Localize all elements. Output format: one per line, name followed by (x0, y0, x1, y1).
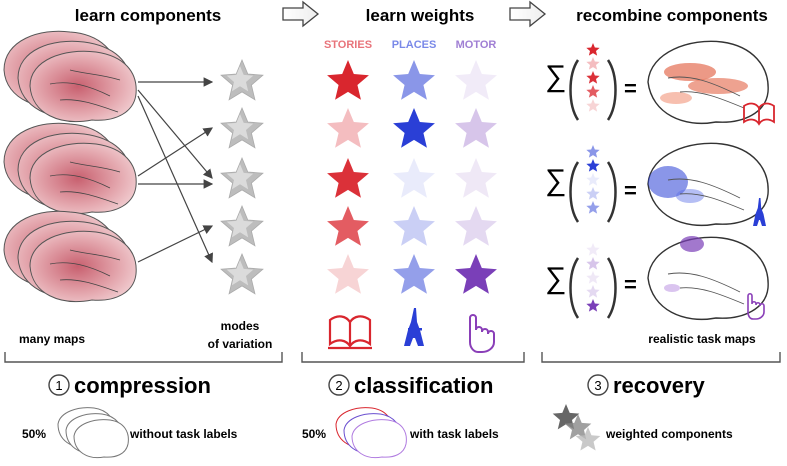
sum-symbol: ∑ (545, 164, 566, 197)
hand-pointer-icon-small (747, 292, 765, 320)
weight-star-stories (327, 254, 369, 294)
mini-weight-star-stories (586, 43, 600, 56)
tower-icon-small (753, 198, 766, 226)
stage-1-title: compression (74, 373, 211, 398)
bracket-left (4, 352, 283, 363)
book-icon (328, 315, 372, 350)
weight-star-stories (327, 206, 369, 246)
weight-star-grid (327, 60, 497, 294)
brain-stack-1 (3, 30, 137, 122)
hand-pointer-icon (469, 314, 495, 353)
weighted-component-star (552, 404, 580, 430)
gray-mode-star-highlight (226, 212, 254, 238)
weight-star-stories (327, 60, 369, 100)
mini-weight-star-stories (586, 99, 600, 112)
recombine-row-motor: ∑ = (545, 236, 769, 320)
sum-symbol: ∑ (545, 262, 566, 295)
stage-3-number: 3 (594, 378, 601, 393)
heading-learn-weights: learn weights (366, 6, 475, 25)
outline-brain-stack-color (335, 407, 407, 459)
tower-icon (404, 308, 424, 346)
equals-sign: = (624, 76, 637, 101)
mini-weight-star-places (586, 145, 600, 158)
component-arrows (137, 77, 214, 264)
modes-of-variation-stars (220, 58, 264, 295)
weight-star-stories (327, 108, 369, 148)
weight-star-places (393, 206, 435, 246)
weight-star-places (393, 158, 435, 198)
category-places: PLACES (392, 39, 437, 51)
mini-weight-star-motor (586, 285, 600, 298)
mini-weight-star-motor (586, 243, 600, 256)
weight-star-places (393, 254, 435, 294)
heading-recombine: recombine components (576, 6, 768, 25)
weight-star-motor (455, 254, 497, 294)
stage-1-circle (48, 374, 70, 396)
stage-arrow-2 (509, 0, 547, 28)
many-maps-label: many maps (19, 332, 85, 346)
recombine-row-stories: ∑ = (545, 40, 775, 126)
bracket-right (541, 352, 781, 363)
sum-symbol: ∑ (545, 60, 566, 93)
stage-2-number: 2 (335, 378, 342, 393)
outline-brain-stack-gray (57, 407, 129, 459)
recombine-weight-stars (586, 43, 600, 312)
gray-mode-star-highlight (226, 114, 254, 140)
category-motor: MOTOR (456, 39, 497, 51)
weight-star-motor (455, 158, 497, 198)
gray-mode-star-highlight (226, 164, 254, 190)
weight-star-motor (455, 60, 497, 100)
weight-star-places (393, 108, 435, 148)
modes-label-line1: modes (221, 319, 260, 333)
mini-weight-star-motor (586, 299, 600, 312)
weight-star-places (393, 60, 435, 100)
mini-weight-star-places (586, 173, 600, 186)
weight-star-motor (455, 206, 497, 246)
mini-weight-star-places (586, 159, 600, 172)
stage-2-circle (328, 374, 350, 396)
stage-2-percent: 50% (302, 427, 326, 441)
equals-sign: = (624, 178, 637, 203)
mini-weight-star-places (586, 187, 600, 200)
heading-learn-components: learn components (75, 6, 221, 25)
stage-2-title: classification (354, 373, 493, 398)
mini-weight-star-places (586, 201, 600, 214)
weighted-component-star (564, 414, 592, 440)
stage-1-note: without task labels (129, 427, 238, 441)
realistic-task-maps-label: realistic task maps (648, 332, 756, 346)
brain-stack-3 (3, 210, 137, 302)
stage-arrow-1 (282, 0, 320, 28)
modes-label-line2: of variation (208, 337, 273, 351)
gray-mode-star-highlight (226, 260, 254, 286)
weighted-component-star (575, 427, 601, 451)
recombine-row-places: ∑ = (545, 142, 769, 226)
bracket-middle (301, 352, 525, 363)
stage-1-percent: 50% (22, 427, 46, 441)
brain-stack-2 (3, 122, 137, 214)
weighted-components-stars (552, 404, 601, 451)
weight-star-stories (327, 158, 369, 198)
category-stories: STORIES (324, 39, 372, 51)
mini-weight-star-motor (586, 257, 600, 270)
mini-weight-star-stories (586, 57, 600, 70)
stage-3-title: recovery (613, 373, 706, 398)
stage-2-note: with task labels (409, 427, 499, 441)
mini-weight-star-stories (586, 85, 600, 98)
equals-sign: = (624, 272, 637, 297)
stage-3-circle (587, 374, 609, 396)
stage-3-note: weighted components (605, 427, 733, 441)
book-icon-small (743, 102, 775, 126)
mini-weight-star-stories (586, 71, 600, 84)
gray-mode-star-highlight (226, 66, 254, 92)
stage-1-number: 1 (55, 378, 62, 393)
mini-weight-star-motor (586, 271, 600, 284)
weight-star-motor (455, 108, 497, 148)
